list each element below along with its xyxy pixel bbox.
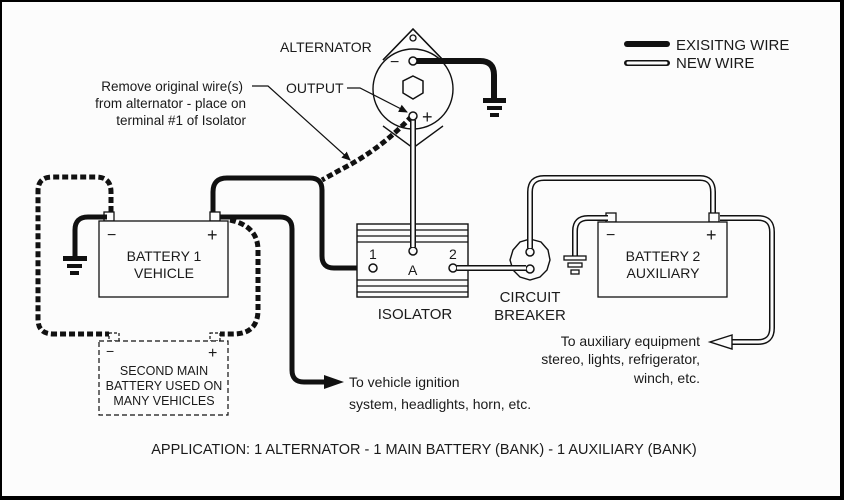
aux-equipment-line-2: stereo, lights, refrigerator, <box>541 351 700 367</box>
note-leader <box>252 85 351 161</box>
second-battery-positive-post <box>209 332 221 342</box>
battery-1-to-isolator-wire <box>210 175 370 271</box>
battery-1-negative-sign: − <box>107 227 116 244</box>
alternator-ground-wire <box>408 56 506 117</box>
second-battery-negative-sign: − <box>106 343 114 359</box>
battery-1-positive-post <box>209 211 221 222</box>
second-battery-negative-post <box>108 332 120 342</box>
battery-1-to-vehicle-loads-wire <box>220 214 326 385</box>
circuit-breaker-terminal-bottom <box>525 264 535 274</box>
second-battery-positive-sign: + <box>208 345 217 362</box>
isolator-terminal-a <box>408 246 418 256</box>
output-leader <box>347 87 408 113</box>
aux-equipment-line-1: To auxiliary equipment <box>561 333 700 349</box>
alternator-label: ALTERNATOR <box>280 39 372 55</box>
isolator-terminal-a-label: A <box>408 262 418 278</box>
alternator-positive-terminal <box>408 111 418 121</box>
alternator-mount-hole <box>409 34 417 42</box>
legend-existing-wire-label: EXISITNG WIRE <box>676 37 789 54</box>
circuit-breaker: CIRCUIT BREAKER <box>494 238 566 324</box>
vehicle-loads-line-2: system, headlights, horn, etc. <box>349 396 531 412</box>
alternator-to-isolator-wire <box>408 111 418 247</box>
removed-original-wire <box>320 114 414 183</box>
second-battery-negative-jumper <box>35 174 114 337</box>
note-line-2: from alternator - place on <box>95 96 246 111</box>
second-battery-positive-jumper <box>220 217 261 337</box>
isolator-label: ISOLATOR <box>378 306 453 323</box>
second-battery-label-line-2: BATTERY USED ON <box>106 379 223 393</box>
isolator-terminal-1 <box>368 263 378 273</box>
aux-equipment-arrowhead <box>707 334 733 350</box>
vehicle-loads-arrowhead <box>324 375 344 389</box>
battery-2-label-line-2: AUXILIARY <box>627 265 701 281</box>
battery-1: − + BATTERY 1 VEHICLE <box>98 211 229 298</box>
battery-1-ground <box>63 214 107 275</box>
output-label: OUTPUT <box>286 80 344 96</box>
breaker-to-battery-2-wire <box>527 175 716 248</box>
vehicle-loads-line-1: To vehicle ignition <box>349 374 460 390</box>
alternator-negative-sign: − <box>390 54 399 71</box>
alternator: ALTERNATOR − + <box>280 27 454 149</box>
battery-2-to-aux-wire <box>707 215 775 350</box>
legend: EXISITNG WIRE NEW WIRE <box>624 37 789 72</box>
battery-2-label-line-1: BATTERY 2 <box>626 248 701 264</box>
battery-2-negative-sign: − <box>606 227 615 244</box>
alternator-negative-terminal <box>408 56 418 66</box>
note-line-1: Remove original wire(s) <box>101 79 243 94</box>
aux-equipment-line-3: winch, etc. <box>633 370 700 386</box>
alternator-mount-top-overlay <box>382 27 444 61</box>
second-battery-case <box>98 340 229 416</box>
isolator-terminal-2 <box>448 263 458 273</box>
battery-2-positive-sign: + <box>706 225 717 245</box>
instruction-note: Remove original wire(s) from alternator … <box>95 79 351 161</box>
ground-icon <box>483 98 506 117</box>
circuit-breaker-label-line-2: BREAKER <box>494 307 566 324</box>
isolator-terminal-2-label: 2 <box>449 246 457 262</box>
battery-2-positive-post <box>708 212 720 223</box>
battery-1-label-line-1: BATTERY 1 <box>127 248 202 264</box>
second-battery-label-line-1: SECOND MAIN <box>120 364 208 378</box>
battery-2: − + BATTERY 2 AUXILIARY <box>597 212 728 298</box>
battery-2-ground <box>563 215 608 275</box>
battery-1-positive-sign: + <box>207 225 218 245</box>
note-line-3: terminal #1 of Isolator <box>116 113 246 128</box>
legend-new-wire-label: NEW WIRE <box>676 55 754 72</box>
battery-1-label-line-2: VEHICLE <box>134 265 194 281</box>
second-main-battery: − + SECOND MAIN BATTERY USED ON MANY VEH… <box>98 332 229 416</box>
second-battery-label-line-3: MANY VEHICLES <box>113 394 214 408</box>
alternator-positive-sign: + <box>422 107 433 127</box>
circuit-breaker-label-line-1: CIRCUIT <box>500 289 561 306</box>
isolator-terminal-1-label: 1 <box>369 246 377 262</box>
battery-1-case <box>98 220 229 298</box>
circuit-breaker-terminal-top <box>525 247 535 257</box>
alternator-shaft-hex <box>402 75 424 100</box>
battery-2-case <box>597 221 728 298</box>
application-caption: APPLICATION: 1 ALTERNATOR - 1 MAIN BATTE… <box>151 442 697 458</box>
